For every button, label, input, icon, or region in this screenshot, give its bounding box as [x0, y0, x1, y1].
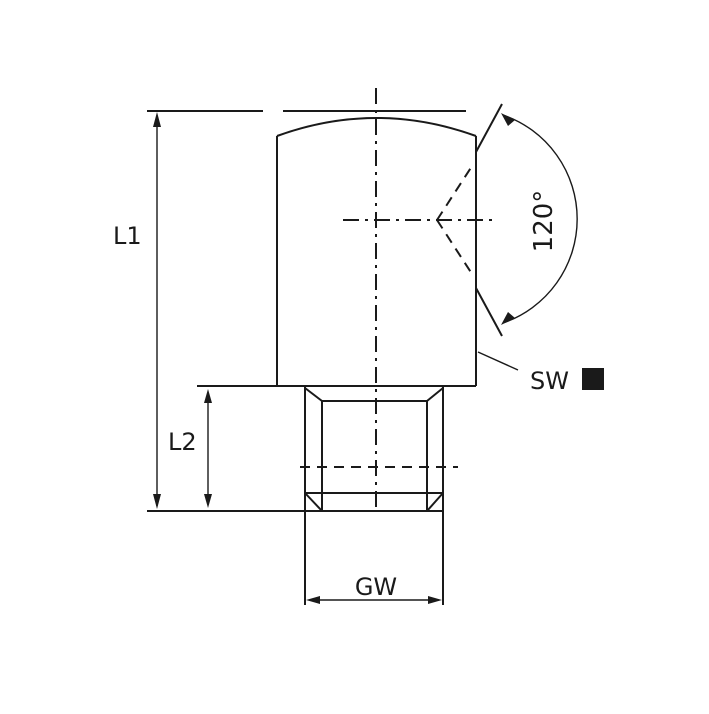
- l1-dimension: L1: [113, 112, 161, 509]
- l2-dimension: L2: [168, 389, 212, 508]
- angle-arrow-bottom: [501, 312, 515, 325]
- angle-extension-lower: [475, 287, 503, 337]
- angle-extension-upper: [475, 103, 503, 153]
- centerlines: [343, 88, 498, 512]
- sw-leader-line: [477, 351, 519, 371]
- threaded-stud: [147, 386, 458, 605]
- l2-arrow-top: [204, 389, 212, 403]
- gw-arrow-right: [428, 596, 442, 604]
- stud-chamfer-bottom-right: [426, 492, 444, 512]
- gw-dimension: GW: [306, 573, 442, 604]
- angle-arrow-top: [501, 113, 515, 126]
- filled-square-icon: [582, 368, 604, 390]
- gw-arrow-left: [306, 596, 320, 604]
- angle-dimension: 120°: [475, 103, 578, 337]
- sw-label: SW: [530, 367, 569, 395]
- l1-label: L1: [113, 222, 142, 250]
- l2-arrow-bottom: [204, 494, 212, 508]
- l1-arrow-top: [153, 112, 161, 127]
- hex-body: [197, 117, 477, 387]
- angle-arc: [502, 114, 578, 324]
- angle-label: 120°: [529, 190, 559, 253]
- l2-label: L2: [168, 428, 197, 456]
- gw-label: GW: [355, 573, 397, 601]
- stud-chamfer-top-left: [304, 387, 323, 402]
- l1-arrow-bottom: [153, 494, 161, 509]
- sw-callout: SW: [477, 351, 604, 395]
- hex-corner-line-upper: [436, 162, 475, 221]
- stud-chamfer-top-right: [426, 387, 444, 402]
- stud-chamfer-bottom-left: [304, 492, 323, 512]
- hex-corner-line-lower: [436, 219, 475, 278]
- body-top-arc: [276, 117, 477, 137]
